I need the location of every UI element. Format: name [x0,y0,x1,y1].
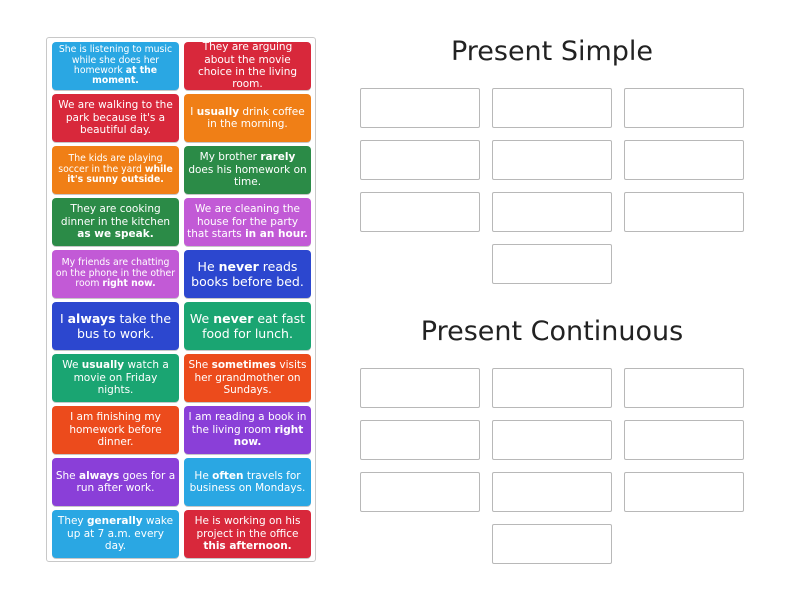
card-text: travels for business on Mondays. [189,469,306,494]
drop-slot[interactable] [624,420,744,460]
card-text: I [190,105,197,118]
drop-slot[interactable] [492,192,612,232]
card-text: My friends are chatting on the phone in … [55,257,176,290]
drop-slot[interactable] [360,368,480,408]
card-text: They [57,515,87,528]
column-title-present-continuous: Present Continuous [420,316,684,347]
card-text: He [194,469,213,482]
card-text-bold: never [213,311,254,326]
card-text: take the bus to work. [76,311,172,341]
sentence-card[interactable]: They generally wake up at 7 a.m. every d… [52,510,179,558]
card-text-bold: right now. [102,278,156,290]
card-text-bold: sometimes [211,359,277,372]
drop-slot[interactable] [492,472,612,512]
sentence-card[interactable]: I usually drink coffee in the morning. [184,94,311,142]
sentence-card[interactable]: The kids are playing soccer in the yard … [52,146,179,194]
card-text: They are cooking dinner in the kitchen [60,203,171,228]
card-text-bold: never [218,259,259,274]
drop-slot[interactable] [360,88,480,128]
sentence-card[interactable]: He is working on his project in the offi… [184,510,311,558]
drop-slot[interactable] [360,140,480,180]
drop-slot[interactable] [492,524,612,564]
drop-slot[interactable] [360,420,480,460]
card-text: She is listening to music while she does… [58,44,173,76]
sentence-card[interactable]: We are walking to the park because it's … [52,94,179,142]
column-title-present-simple: Present Simple [450,36,654,67]
card-text: My brother [199,151,261,164]
card-text-bold: always [67,311,116,326]
sentence-card[interactable]: She sometimes visits her grandmother on … [184,354,311,402]
drop-slot[interactable] [492,420,612,460]
sentence-card[interactable]: We usually watch a movie on Friday night… [52,354,179,402]
sentence-card[interactable]: They are cooking dinner in the kitchen a… [52,198,179,246]
card-text: goes for a run after work. [76,469,176,494]
sentence-card[interactable]: I am finishing my homework before dinner… [52,406,179,454]
sentence-card[interactable]: I am reading a book in the living room r… [184,406,311,454]
card-text: She [188,359,212,372]
card-text: I [59,311,68,326]
card-text: She [55,469,79,482]
drop-slot[interactable] [624,192,744,232]
drop-slot[interactable] [624,140,744,180]
drop-slot[interactable] [492,88,612,128]
card-text: He is working on his project in the offi… [194,515,301,540]
card-text-bold: while it's sunny outside. [67,163,173,186]
card-text-bold: at the moment. [92,65,158,87]
card-text: reads books before bed. [191,259,304,289]
card-text: I am reading a book in the living room [188,411,307,436]
card-text-bold: usually [81,359,125,372]
card-text: We [62,359,82,372]
card-text-bold: generally [87,515,143,528]
card-text-bold: in an hour. [245,228,308,241]
card-text-bold: as we speak. [77,228,154,241]
card-text-bold: often [212,469,244,482]
sentence-card[interactable]: He never reads books before bed. [184,250,311,298]
drop-slot[interactable] [492,244,612,284]
drop-slot[interactable] [492,140,612,180]
card-text: watch a movie on Friday nights. [73,359,169,397]
drop-slot[interactable] [360,472,480,512]
sentence-card[interactable]: She always goes for a run after work. [52,458,179,506]
card-text: drink coffee in the morning. [207,105,305,130]
sentence-card[interactable]: He often travels for business on Mondays… [184,458,311,506]
card-text-bold: rarely [260,151,296,164]
card-text-bold: usually [196,105,240,118]
card-text: wake up at 7 a.m. every day. [67,515,174,553]
sentence-card[interactable]: We never eat fast food for lunch. [184,302,311,350]
sentence-card[interactable]: My friends are chatting on the phone in … [52,250,179,298]
sentence-card[interactable]: I always take the bus to work. [52,302,179,350]
drop-slot[interactable] [624,472,744,512]
card-text: We [189,311,214,326]
drop-slot[interactable] [624,368,744,408]
sentence-card[interactable]: She is listening to music while she does… [52,42,179,90]
card-text: The kids are playing soccer in the yard [58,153,163,175]
card-text: I am finishing my homework before dinner… [69,411,162,449]
card-text-bold: always [78,469,120,482]
card-text-bold: right now. [233,423,304,449]
card-text: does his homework on time. [188,163,307,189]
sentence-card[interactable]: We are cleaning the house for the party … [184,198,311,246]
drop-slot[interactable] [360,192,480,232]
card-text: visits her grandmother on Sundays. [194,359,307,397]
card-text-bold: this afternoon. [203,540,292,553]
card-text: We are cleaning the house for the party … [187,203,300,241]
card-text: We are walking to the park because it's … [58,99,173,137]
card-text: They are arguing about the movie choice … [197,42,298,90]
drop-slot[interactable] [492,368,612,408]
sentence-card[interactable]: My brother rarely does his homework on t… [184,146,311,194]
card-text: He [197,259,219,274]
card-text: eat fast food for lunch. [202,311,306,341]
drop-slot[interactable] [624,88,744,128]
card-tray: She is listening to music while she does… [46,37,316,562]
sentence-card[interactable]: They are arguing about the movie choice … [184,42,311,90]
